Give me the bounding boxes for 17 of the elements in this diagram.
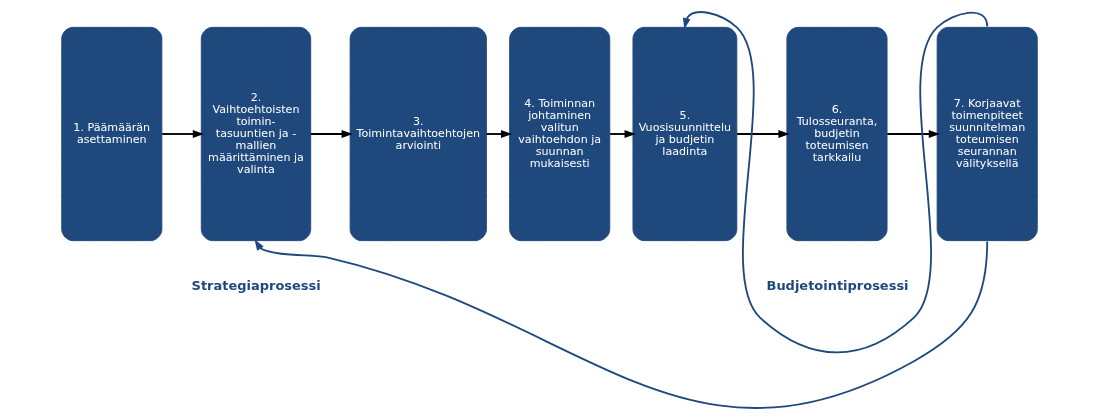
arrow: [886, 130, 940, 138]
node-box: 6. Tulosseuranta, budjetin toteumisen tarkkailu: [786, 26, 888, 242]
node-box: 5. Vuosisuunnittelu ja budjetin laadinta: [632, 26, 738, 242]
node-box: 1. Päämäärän asettaminen: [61, 26, 163, 242]
arrow: [161, 130, 204, 138]
arrow: [609, 130, 636, 138]
arrow: [682, 11, 989, 354]
node-box: 3. Toimintavaihtoehtojen arviointi: [349, 26, 487, 242]
node-box: 7. Korjaavat toimenpiteet suunnitelman toteumisen seurannan välityksellä: [936, 26, 1038, 242]
label: Strategiaprosessi: [191, 278, 321, 294]
arrow: [254, 239, 989, 409]
arrow: [309, 130, 353, 138]
node-box: 4. Toiminnan johtaminen valitun vaihtoehdon ja suunnan mukaisesti: [509, 26, 611, 242]
arrow: [736, 130, 790, 138]
node-box: 2. Vaihtoehtoisten toimin- tasuuntien ja - mallien määrittäminen ja valinta: [200, 26, 312, 242]
label: Budjetointiprosessi: [766, 278, 909, 294]
arrow: [485, 130, 513, 138]
